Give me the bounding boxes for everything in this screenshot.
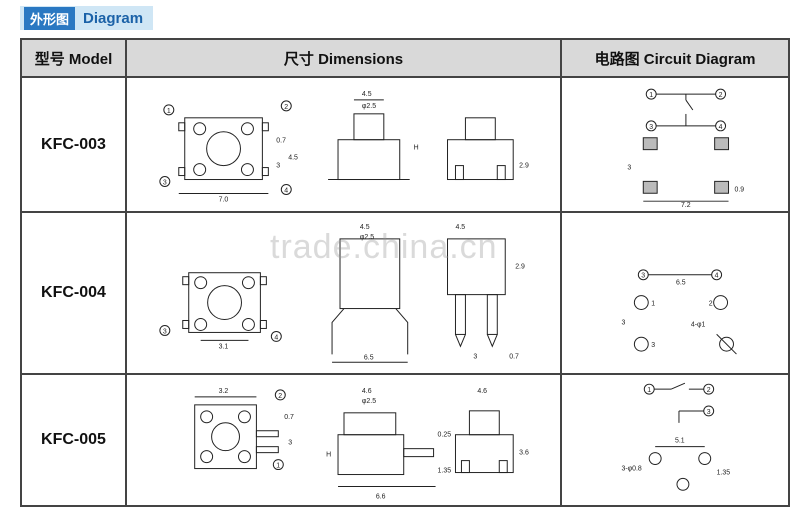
dim3-top: 3.2 (219, 388, 229, 395)
dimensions-drawing-3: 3.2 0.7 3 2 1 4.6 φ2.5 H 6.6 0.25 1.35 4… (125, 372, 562, 508)
svg-text:4.6: 4.6 (362, 388, 372, 395)
dim-side: 3 (276, 163, 280, 170)
svg-text:4: 4 (719, 124, 723, 131)
col-circuit: 电路图 Circuit Diagram (560, 38, 790, 78)
dimensions-drawing-2: 3.1 3 4 4.5 φ2.5 6.5 4.5 2.9 3 0.7 (125, 211, 562, 375)
section-tag: 外形图 Diagram (20, 6, 154, 30)
svg-text:1: 1 (651, 301, 655, 308)
circuit3-w: 5.1 (675, 437, 685, 444)
tag-cn: 外形图 (24, 6, 76, 30)
svg-text:4: 4 (274, 335, 278, 342)
svg-text:3: 3 (163, 180, 167, 187)
dim2-base: 6.5 (364, 355, 374, 362)
dim-side2: 4.5 (288, 155, 298, 162)
dim3-lead3: 1.35 (438, 467, 452, 474)
col-model: 型号 Model (20, 38, 127, 78)
dim-height: H (414, 145, 419, 152)
circuit-pad: 0.9 (734, 186, 744, 193)
dim-width: 7.0 (219, 196, 229, 203)
model-cell-3: KFC-005 (20, 372, 127, 508)
dim3-side: 3 (288, 439, 292, 446)
dim-pitch: 0.7 (276, 138, 286, 145)
circuit2-h: 3 (621, 320, 625, 327)
svg-text:2: 2 (719, 92, 723, 99)
svg-text:2: 2 (278, 393, 282, 400)
svg-text:2: 2 (709, 301, 713, 308)
dimensions-drawing-1: 7.0 0.7 3 4.5 1 2 3 4 4.5 φ2.5 H (125, 75, 562, 214)
svg-text:2: 2 (284, 104, 288, 111)
dim2-top: 4.5 (360, 224, 370, 231)
dim-top: 4.5 (362, 91, 372, 98)
dim3-pitch: 0.7 (284, 413, 294, 420)
svg-text:3: 3 (649, 124, 653, 131)
watermark: trade.china.cn (270, 228, 498, 266)
dim-cap: φ2.5 (362, 103, 376, 110)
circuit2-hole: 4-φ1 (691, 322, 706, 329)
svg-text:4: 4 (284, 187, 288, 194)
dim3-w2: 4.6 (477, 388, 487, 395)
svg-text:4.5: 4.5 (455, 224, 465, 231)
dim2-pitch: 3.1 (219, 344, 229, 351)
dim3-base: 6.6 (376, 493, 386, 500)
dim3-height: H (326, 451, 331, 458)
svg-text:1: 1 (647, 387, 651, 394)
dim2-side: 2.9 (515, 264, 525, 271)
dim3-right: 3.6 (519, 449, 529, 456)
svg-text:3: 3 (641, 273, 645, 280)
circuit-drawing-2: 3 4 6.5 1 2 3 3 4-φ1 (560, 211, 790, 375)
svg-text:1: 1 (167, 108, 171, 115)
svg-text:3: 3 (163, 329, 167, 336)
svg-text:3: 3 (651, 343, 655, 350)
circuit-drawing-3: 1 2 3 5.1 3-φ0.8 1.35 (560, 372, 790, 508)
svg-text:1: 1 (276, 462, 280, 469)
circuit3-gap: 1.35 (717, 469, 731, 476)
circuit3-hole: 3-φ0.8 (621, 465, 641, 472)
dim-base: 2.9 (519, 163, 529, 170)
svg-text:1: 1 (649, 92, 653, 99)
dim2-lead2: 0.7 (509, 354, 519, 361)
svg-text:2: 2 (707, 387, 711, 394)
circuit-drawing-1: 1 2 3 4 7.2 3 0.9 (560, 75, 790, 214)
dim2-lead: 3 (473, 354, 477, 361)
circuit-h: 3 (627, 164, 631, 171)
dim2-cap: φ2.5 (360, 234, 374, 241)
svg-text:4: 4 (715, 273, 719, 280)
col-dimensions: 尺寸 Dimensions (125, 38, 562, 78)
dim3-lead: 0.25 (438, 431, 452, 438)
model-cell-1: KFC-003 (20, 75, 127, 214)
model-cell-2: KFC-004 (20, 211, 127, 375)
svg-text:3: 3 (707, 409, 711, 416)
circuit2-w: 6.5 (676, 280, 686, 287)
tag-en: Diagram (83, 9, 144, 27)
circuit-w: 7.2 (681, 202, 691, 209)
spec-table: 型号 Model 尺寸 Dimensions 电路图 Circuit Diagr… (20, 38, 790, 508)
svg-text:φ2.5: φ2.5 (362, 397, 376, 404)
